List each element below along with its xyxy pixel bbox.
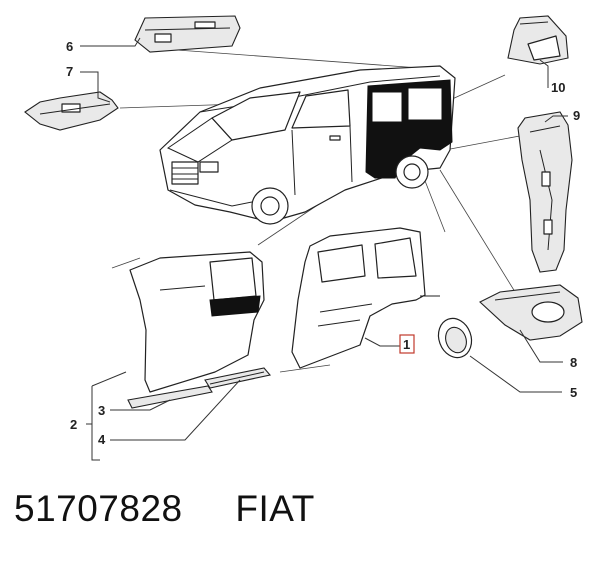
part-6-bracket (134, 15, 241, 53)
brand-name: FIAT (235, 488, 315, 529)
van-illustration (159, 65, 456, 225)
callout-3: 3 (98, 403, 105, 418)
part-9-rear-pillar (517, 111, 573, 273)
part-2-inner-panel (129, 251, 265, 393)
callout-7: 7 (66, 64, 73, 79)
callout-10: 10 (551, 80, 565, 95)
part-4-lower-rail (204, 367, 272, 389)
exploded-parts-diagram: 1 2 3 4 5 6 7 8 9 10 (24, 15, 583, 461)
highlight-box (399, 334, 415, 354)
part-8-wheel-housing (479, 284, 583, 341)
part-3-sill (127, 385, 213, 409)
callout-8: 8 (570, 355, 577, 370)
callout-6: 6 (66, 39, 73, 54)
caption: 51707828 FIAT (14, 488, 584, 548)
part-number: 51707828 (14, 488, 183, 529)
part-5-fuel-flap (437, 317, 473, 359)
leader-lines (80, 37, 568, 461)
callout-2: 2 (70, 417, 77, 432)
part-1-side-panel (291, 227, 440, 369)
part-7-bracket (24, 91, 119, 131)
callout-1: 1 (403, 337, 410, 352)
part-10-arch-cover (507, 15, 569, 65)
callout-9: 9 (573, 108, 580, 123)
callout-5: 5 (570, 385, 577, 400)
callout-4: 4 (98, 432, 106, 447)
